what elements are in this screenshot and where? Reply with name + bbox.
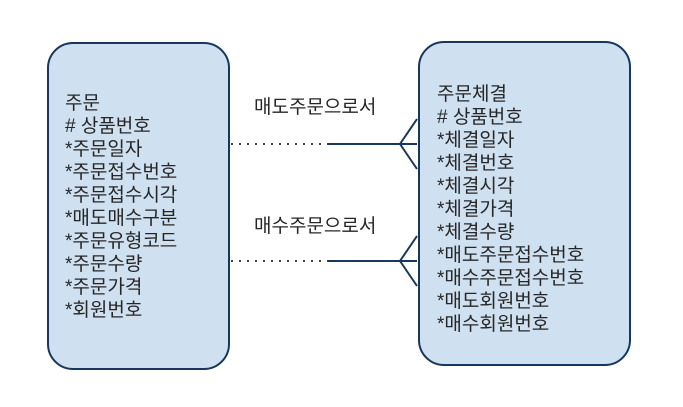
entity-order: 주문 # 상품번호*주문일자*주문접수번호*주문접수시각*매도매수구분*주문유형… — [47, 42, 230, 370]
entity-order-execution: 주문체결 # 상품번호*체결일자*체결번호*체결시각*체결가격*체결수량*매도주… — [418, 41, 631, 366]
attribute-item: # 상품번호 — [437, 107, 523, 128]
attribute-item: *매수주문접수번호 — [437, 268, 585, 289]
attribute-item: *주문접수번호 — [65, 162, 178, 183]
attribute-item: *매도회원번호 — [437, 291, 550, 312]
attribute-item: *회원번호 — [65, 300, 143, 321]
attribute-item: *주문유형코드 — [65, 231, 178, 252]
attribute-item: *주문접수시각 — [65, 185, 178, 206]
relationship-sell-connector — [231, 118, 418, 170]
entity-order-execution-attribute-list: # 상품번호*체결일자*체결번호*체결시각*체결가격*체결수량*매도주문접수번호… — [437, 106, 629, 336]
attribute-item: *체결일자 — [437, 130, 515, 151]
relationship-buy-connector — [231, 235, 418, 287]
attribute-item: *체결시각 — [437, 176, 515, 197]
attribute-item: *체결번호 — [437, 153, 515, 174]
sell-crow-foot-icon — [399, 118, 418, 170]
relationship-label-sell: 매도주문으로서 — [254, 97, 377, 118]
buy-crow-foot-icon — [399, 235, 418, 287]
attribute-item: *매수회원번호 — [437, 314, 550, 335]
attribute-item: *주문가격 — [65, 277, 143, 298]
attribute-item: *주문일자 — [65, 139, 143, 160]
entity-order-attribute-list: # 상품번호*주문일자*주문접수번호*주문접수시각*매도매수구분*주문유형코드*… — [65, 115, 228, 322]
attribute-item: # 상품번호 — [65, 116, 151, 137]
attribute-item: *체결가격 — [437, 199, 515, 220]
attribute-item: *매도주문접수번호 — [437, 245, 585, 266]
attribute-item: *매도매수구분 — [65, 208, 178, 229]
attribute-item: *주문수량 — [65, 254, 143, 275]
entity-order-title: 주문 — [65, 93, 100, 114]
entity-order-execution-title: 주문체결 — [437, 84, 507, 105]
relationship-label-buy: 매수주문으로서 — [254, 216, 377, 237]
attribute-item: *체결수량 — [437, 222, 515, 243]
